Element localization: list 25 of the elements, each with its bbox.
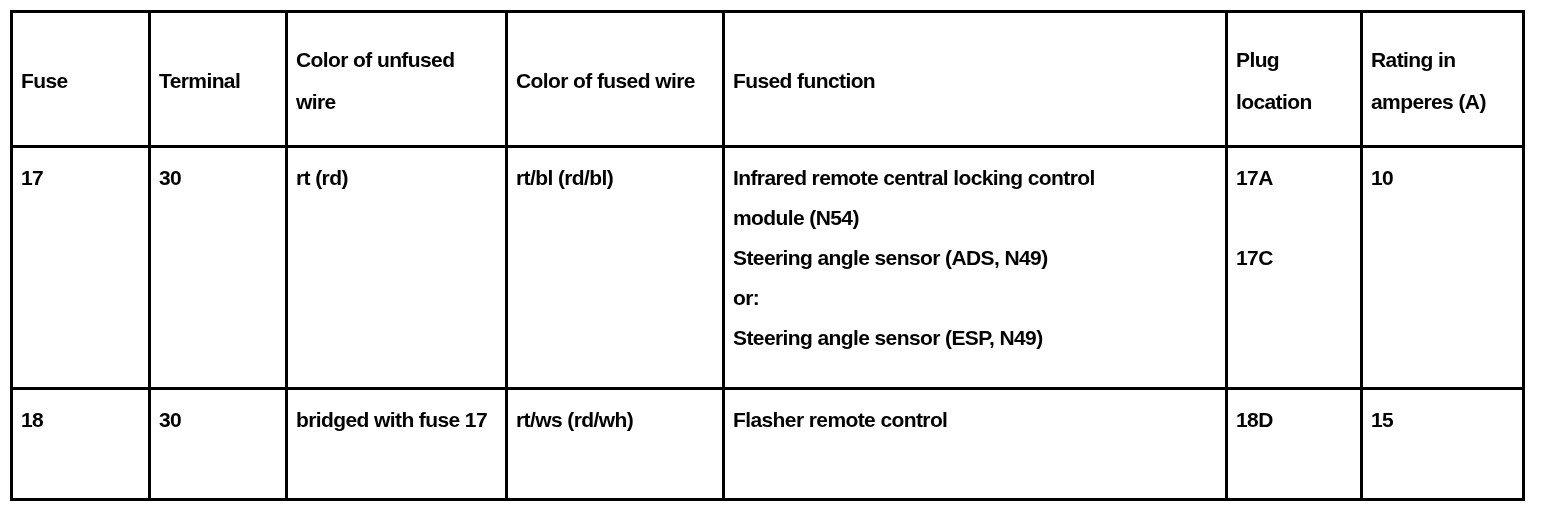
- column-header: Plug location: [1236, 47, 1313, 115]
- table-text: 30: [159, 407, 183, 433]
- table-text: 17A: [1236, 165, 1274, 191]
- table-text: rt/bl (rd/bl): [516, 165, 615, 191]
- table-text: 18D: [1236, 407, 1274, 433]
- table-text: 17: [21, 165, 45, 191]
- column-header: Fused function: [733, 68, 877, 94]
- table-text: rt (rd): [296, 165, 349, 191]
- column-header: Rating in amperes (A): [1371, 47, 1487, 115]
- column-header: Color of fused wire: [516, 68, 696, 94]
- table-text: 18: [21, 407, 45, 433]
- column-header: Terminal: [159, 68, 242, 94]
- table-text: Infrared remote central locking control module (N54): [733, 165, 1096, 231]
- column-header: Fuse: [21, 68, 69, 94]
- table-text: 15: [1371, 407, 1395, 433]
- table-text: bridged with fuse 17: [296, 407, 489, 433]
- column-header: Color of unfused wire: [296, 47, 456, 115]
- table-text: or:: [733, 285, 761, 311]
- table-text: Flasher remote control: [733, 407, 949, 433]
- table-text: 10: [1371, 165, 1395, 191]
- table-text: Steering angle sensor (ESP, N49): [733, 325, 1044, 351]
- table-text: rt/ws (rd/wh): [516, 407, 635, 433]
- table-text: 17C: [1236, 245, 1274, 271]
- table-text: Steering angle sensor (ADS, N49): [733, 245, 1049, 271]
- table-text: 30: [159, 165, 183, 191]
